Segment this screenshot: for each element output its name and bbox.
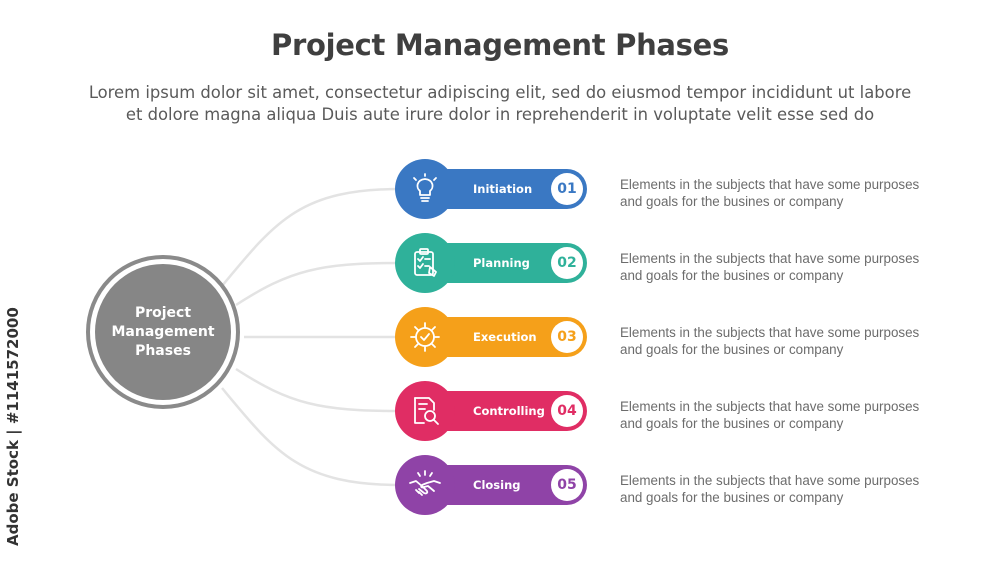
page-title: Project Management Phases	[271, 28, 729, 62]
connector-line-1	[221, 187, 401, 287]
phase-label: Execution	[473, 330, 537, 344]
subtitle-line-1: Lorem ipsum dolor sit amet, consectetur …	[88, 83, 912, 102]
connector-line-5	[221, 387, 401, 487]
description-line-1: Elements in the subjects that have some …	[620, 325, 920, 340]
description-line-1: Elements in the subjects that have some …	[620, 473, 920, 488]
clipboard-checklist-icon	[395, 233, 455, 293]
description-line-2: and goals for the busines or company	[620, 416, 844, 431]
phase-label: Controlling	[473, 404, 545, 418]
handshake-icon	[395, 455, 455, 515]
phase-label: Planning	[473, 256, 530, 270]
gear-check-icon	[395, 307, 455, 367]
phase-number: 03	[551, 321, 583, 353]
document-search-icon	[395, 381, 455, 441]
hub-label-line-3: Phases	[135, 342, 191, 359]
phase-number: 04	[551, 395, 583, 427]
phase-description-controlling: Elements in the subjects that have some …	[620, 398, 950, 432]
phase-description-closing: Elements in the subjects that have some …	[620, 472, 950, 506]
hub-label: Project Management Phases	[111, 304, 214, 361]
hub-label-line-1: Project	[134, 304, 192, 321]
connector-line-2	[235, 261, 401, 307]
phase-number: 02	[551, 247, 583, 279]
phase-description-execution: Elements in the subjects that have some …	[620, 324, 950, 358]
hub-label-line-2: Management	[111, 323, 215, 340]
description-line-2: and goals for the busines or company	[620, 490, 844, 505]
description-line-1: Elements in the subjects that have some …	[620, 251, 920, 266]
connector-line-4	[235, 367, 401, 413]
phase-description-planning: Elements in the subjects that have some …	[620, 250, 950, 284]
phase-label: Initiation	[473, 182, 533, 196]
stock-credit-text: Adobe Stock | #1141572000	[4, 307, 22, 546]
description-line-2: and goals for the busines or company	[620, 194, 844, 209]
phase-number: 01	[551, 173, 583, 205]
description-line-2: and goals for the busines or company	[620, 268, 844, 283]
subtitle-line-2: et dolore magna aliqua Duis aute irure d…	[125, 105, 875, 124]
lightbulb-icon	[395, 159, 455, 219]
phase-label: Closing	[473, 478, 521, 492]
page-subtitle: Lorem ipsum dolor sit amet, consectetur …	[0, 82, 1000, 126]
phase-description-initiation: Elements in the subjects that have some …	[620, 176, 950, 210]
description-line-2: and goals for the busines or company	[620, 342, 844, 357]
hub-circle: Project Management Phases	[95, 264, 231, 400]
description-line-1: Elements in the subjects that have some …	[620, 177, 920, 192]
description-line-1: Elements in the subjects that have some …	[620, 399, 920, 414]
phase-number: 05	[551, 469, 583, 501]
